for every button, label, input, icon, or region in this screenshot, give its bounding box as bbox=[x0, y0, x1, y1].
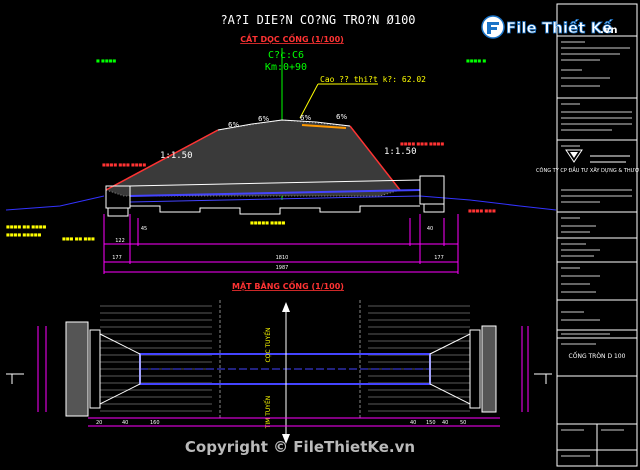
watermark-logo bbox=[481, 15, 505, 39]
drawing-name: CỐNG TRÒN D 100 bbox=[569, 352, 626, 360]
plan-hatch bbox=[100, 305, 470, 412]
watermark-text: File Thiết Kế bbox=[506, 18, 613, 37]
section-title: CẮT DỌC CỐNG (1/100) bbox=[240, 32, 344, 44]
dim-right-end: 177 bbox=[434, 255, 444, 261]
plan-road-edges bbox=[219, 300, 361, 420]
section-dimensions bbox=[103, 214, 459, 274]
slope-label-1: 6% bbox=[228, 121, 239, 129]
direction-right: ■■■■ ■ bbox=[466, 58, 486, 63]
design-elevation: Cao ?? thi?t k?: 62.02 bbox=[320, 75, 426, 84]
dim-40: 40 bbox=[427, 226, 433, 232]
station-pile: C?c:C6 bbox=[268, 50, 304, 61]
station-km: Km:0+90 bbox=[265, 62, 307, 73]
company-header: CÔNG TY CP ĐẦU TƯ XÂY DỰNG & THƯƠNG MẠI bbox=[536, 166, 640, 174]
svg-text:150: 150 bbox=[426, 420, 436, 426]
title-block-scribble bbox=[561, 41, 632, 457]
svg-text:40: 40 bbox=[442, 420, 448, 426]
note-left-a: ■■■■ ■■ ■■■■ bbox=[6, 224, 47, 229]
dim-left-end: 177 bbox=[112, 255, 122, 261]
slope-label-2: 6% bbox=[258, 115, 269, 123]
plan-axis-bottom-label: TIM TUYẾN bbox=[264, 396, 272, 430]
section-marker-left bbox=[6, 373, 24, 384]
copyright-watermark: Copyright © FileThietKe.vn bbox=[185, 438, 415, 456]
dim-45: 45 bbox=[141, 226, 147, 232]
company-logo bbox=[565, 149, 630, 163]
culvert-longitudinal bbox=[105, 175, 445, 217]
watermark-tld: .vn bbox=[600, 25, 617, 36]
note-right-a: ■■■■ ■■■ bbox=[468, 208, 496, 213]
svg-text:40: 40 bbox=[122, 420, 128, 426]
plan-dim-values: 20 40 160 40 150 40 50 bbox=[96, 420, 466, 426]
dim-middle: 1810 bbox=[276, 255, 289, 261]
slope-label-4: 6% bbox=[336, 113, 347, 121]
main-title: ?A?I DIE?N CO?NG TRO?N Ø100 bbox=[220, 13, 415, 27]
culvert-plan bbox=[65, 321, 497, 417]
ground-line-left bbox=[5, 195, 105, 211]
note-center: ■■■■■ ■■■■ bbox=[250, 220, 286, 225]
direction-left: ■ ■■■■ bbox=[96, 58, 116, 63]
svg-text:50: 50 bbox=[460, 420, 466, 426]
plan-title: MẶT BẰNG CỐNG (1/100) bbox=[232, 279, 344, 291]
elevation-leader bbox=[299, 83, 319, 119]
svg-text:160: 160 bbox=[150, 420, 160, 426]
plan-axis-top-label: CỌC TUYẾN bbox=[264, 327, 272, 362]
note-left-head: ■■■■ ■■■ ■■■■ bbox=[102, 162, 146, 167]
section-marker-right bbox=[534, 373, 552, 384]
note-left-b: ■■■■ ■■■■■ bbox=[6, 232, 42, 237]
side-slope-left: 1:1.50 bbox=[160, 151, 193, 161]
title-block bbox=[556, 3, 638, 467]
svg-text:20: 20 bbox=[96, 420, 102, 426]
plan-dimensions bbox=[37, 326, 529, 427]
slope-label-3: 6% bbox=[300, 114, 311, 122]
embankment bbox=[104, 119, 401, 197]
plan-axis bbox=[282, 302, 290, 444]
dim-122: 122 bbox=[115, 238, 125, 244]
note-right-head: ■■■■ ■■■ ■■■■ bbox=[400, 141, 444, 146]
side-slope-right: 1:1.50 bbox=[384, 147, 417, 157]
svg-text:40: 40 bbox=[410, 420, 416, 426]
dim-total: 1987 bbox=[276, 265, 289, 271]
note-left-c: ■■■ ■■ ■■■ bbox=[62, 236, 95, 241]
ground-line-right bbox=[419, 195, 557, 211]
